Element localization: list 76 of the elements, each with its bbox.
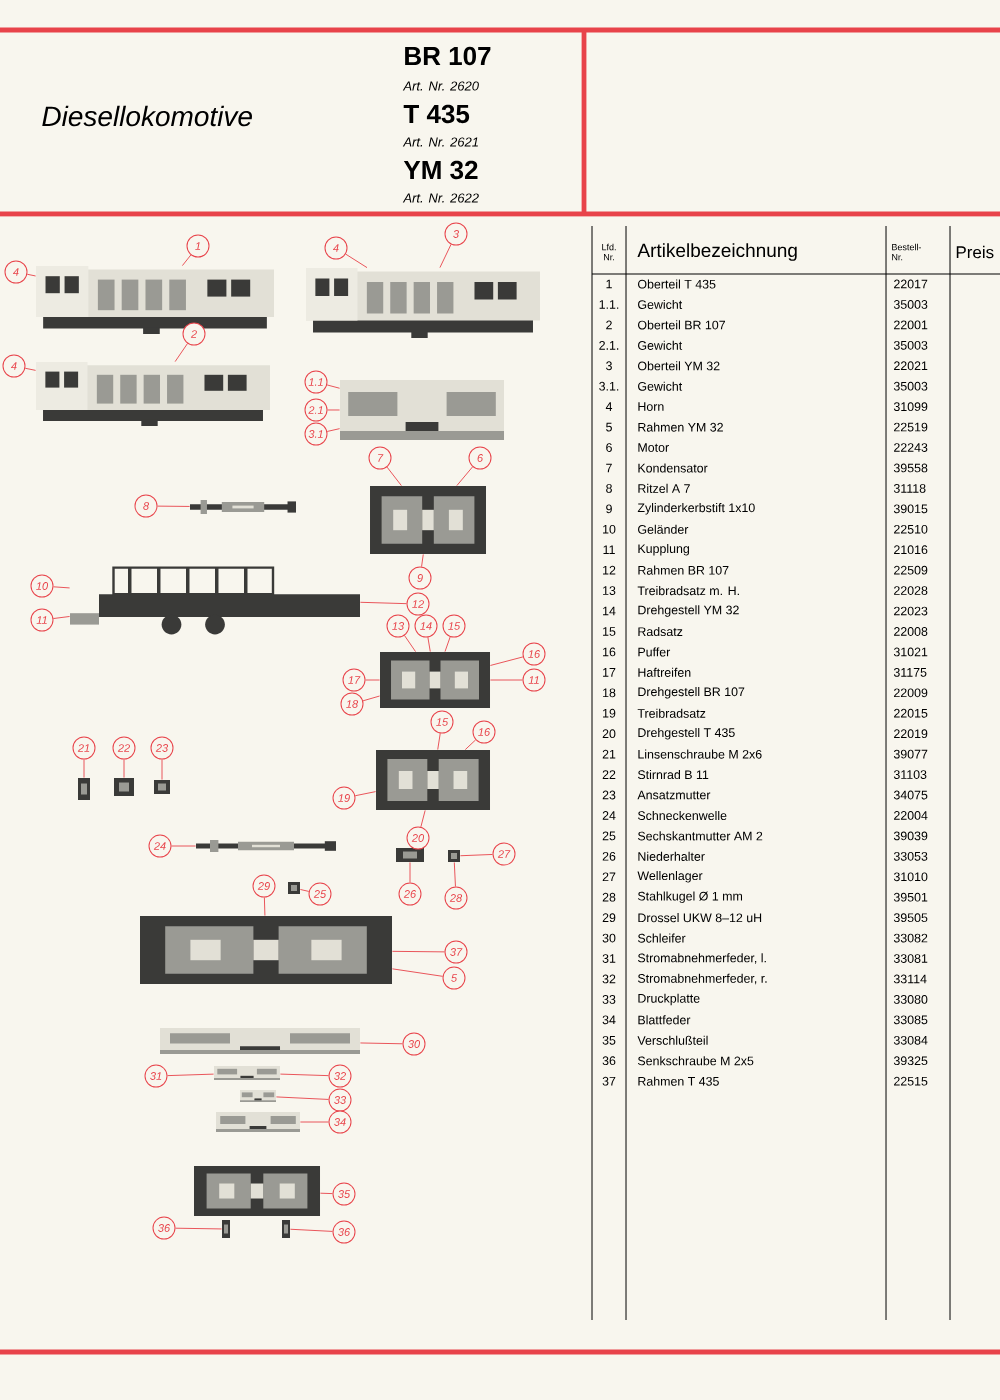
picture <box>160 1028 360 1054</box>
picture <box>36 362 270 426</box>
picture <box>196 840 336 852</box>
leader-line <box>444 636 451 653</box>
picture <box>288 882 300 894</box>
leader-line <box>489 656 524 666</box>
leader-line <box>326 384 341 389</box>
leader-line <box>420 809 426 828</box>
leader-line <box>439 243 452 269</box>
leader-line <box>26 273 37 277</box>
leader-line <box>327 409 341 411</box>
picture <box>78 778 90 800</box>
column-header: Artikelbezeichnung <box>637 243 797 261</box>
picture <box>140 916 392 984</box>
leader-line <box>83 759 85 779</box>
leader-line <box>175 1227 223 1230</box>
leader-line <box>275 1096 329 1100</box>
leader-line <box>345 253 368 269</box>
picture <box>190 500 296 514</box>
leader-line <box>52 616 71 619</box>
leader-line <box>289 1228 333 1232</box>
leader-line <box>157 505 191 507</box>
leader-line <box>167 1073 215 1077</box>
leader-line <box>421 553 424 568</box>
leader-line <box>161 759 163 781</box>
leader-line <box>362 695 381 702</box>
picture <box>214 1066 280 1080</box>
leader-line <box>391 968 444 977</box>
leader-line <box>404 635 416 653</box>
leader-line <box>453 861 456 887</box>
leader-line <box>391 950 445 953</box>
leader-line <box>171 845 197 847</box>
leader-line <box>409 861 411 883</box>
leader-line <box>456 466 474 487</box>
picture <box>154 780 170 794</box>
leader-line <box>427 636 431 653</box>
leader-line <box>386 466 402 487</box>
leader-line <box>326 428 341 432</box>
leader-line <box>464 739 477 751</box>
picture <box>36 266 274 334</box>
picture <box>282 1220 290 1238</box>
leader-line <box>299 1121 329 1123</box>
model-name: T 435 <box>403 104 470 124</box>
leader-line <box>279 1073 329 1077</box>
picture <box>396 848 424 862</box>
leader-line <box>365 679 381 681</box>
picture <box>340 380 504 440</box>
picture <box>370 486 486 554</box>
picture <box>240 1090 276 1102</box>
leader-line <box>123 759 125 779</box>
column-header: Preis <box>956 245 994 259</box>
picture <box>194 1166 320 1216</box>
picture <box>114 778 134 796</box>
picture <box>216 1112 300 1132</box>
picture <box>306 268 540 338</box>
leader-line <box>359 601 407 605</box>
leader-line <box>174 343 188 363</box>
leader-line <box>263 897 266 917</box>
picture <box>222 1220 230 1238</box>
leader-line <box>359 1042 403 1045</box>
model-name: BR 107 <box>405 46 491 66</box>
leader-line <box>459 854 493 857</box>
picture <box>70 566 360 635</box>
leader-line <box>53 586 71 589</box>
picture <box>376 750 490 810</box>
model-name: YM 32 <box>403 160 478 180</box>
leader-line <box>299 889 310 892</box>
heading: Diesellokomotive <box>42 105 252 127</box>
leader-line <box>437 732 441 751</box>
leader-line <box>354 791 377 797</box>
leader-line <box>489 679 523 681</box>
leader-line <box>24 367 37 371</box>
picture <box>380 652 490 708</box>
leader-line <box>181 254 192 267</box>
picture <box>448 850 460 862</box>
leader-line <box>319 1192 333 1195</box>
